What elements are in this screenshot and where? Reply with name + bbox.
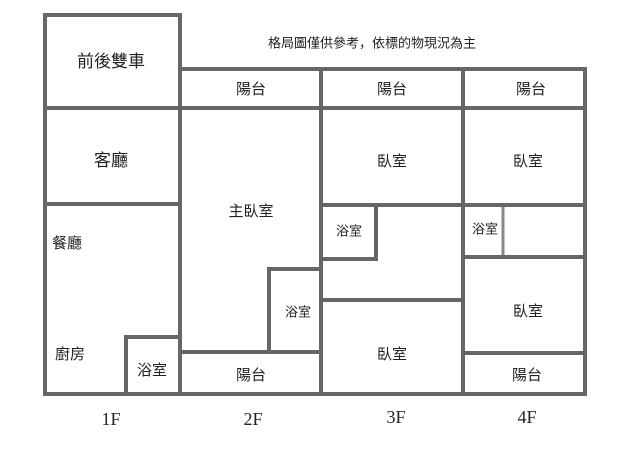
floor-2-bathroom-label: 浴室 xyxy=(285,305,311,321)
floor-4-bedroom-top-label: 臥室 xyxy=(513,152,543,170)
floor-3-bedroom-top-label: 臥室 xyxy=(377,152,407,170)
floor-2-label: 2F xyxy=(243,409,262,429)
garage-label: 前後雙車 xyxy=(77,52,145,72)
floor-4-balcony-bottom-label: 陽台 xyxy=(512,366,542,384)
floor-4-balcony-top-label: 陽台 xyxy=(516,80,546,98)
disclaimer-note: 格局圖僅供參考，依標的物現況為主 xyxy=(268,36,476,52)
floor-3-bathroom-label: 浴室 xyxy=(336,224,362,240)
walls xyxy=(43,13,587,396)
floor-4-label: 4F xyxy=(517,407,536,427)
floor-1-bathroom-wall xyxy=(124,335,182,396)
floor-2-bathroom-wall xyxy=(267,267,323,354)
floor-3-bedroom-bottom-label: 臥室 xyxy=(377,345,407,363)
floor-3-balcony-label: 陽台 xyxy=(377,80,407,98)
dining-room-label: 餐廳 xyxy=(52,234,82,252)
floor-3-label: 3F xyxy=(386,407,405,427)
floor-1-label: 1F xyxy=(101,409,120,429)
floor-3-bathroom-wall xyxy=(319,203,378,261)
living-room-label: 客廳 xyxy=(94,151,128,171)
floor-1-bathroom-label: 浴室 xyxy=(137,361,167,379)
floor-2-balcony-bottom-label: 陽台 xyxy=(236,366,266,384)
floor-4-bedroom-bottom-label: 臥室 xyxy=(513,302,543,320)
kitchen-label: 廚房 xyxy=(55,345,85,363)
floor-2-balcony-top-label: 陽台 xyxy=(236,80,266,98)
master-bedroom-label: 主臥室 xyxy=(228,202,273,220)
floor-4-bathroom-label: 浴室 xyxy=(472,222,498,238)
